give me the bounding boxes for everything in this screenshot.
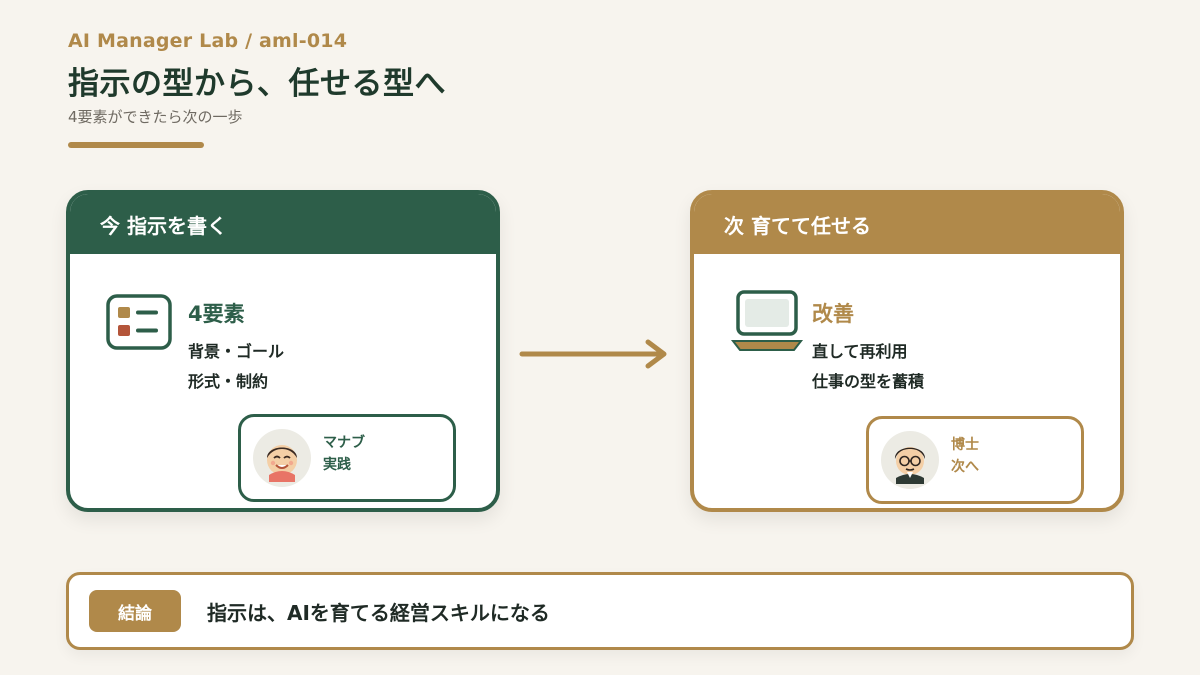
card-now-header: 今 指示を書く <box>70 194 496 254</box>
avatar <box>881 431 939 489</box>
card-next-line-1: 直して再利用 <box>812 342 908 361</box>
page-title: 指示の型から、任せる型へ <box>68 66 446 102</box>
card-now-line-2: 形式・制約 <box>188 372 269 391</box>
laptop-icon <box>730 290 804 358</box>
card-next-header: 次 育てて任せる <box>694 194 1120 254</box>
page-subtitle: 4要素ができたら次の一歩 <box>68 108 243 126</box>
card-next-line-2: 仕事の型を蓄積 <box>812 372 925 391</box>
conclusion-badge: 結論 <box>89 590 181 632</box>
person-manabu-note: 実践 <box>323 457 351 473</box>
card-now-title: 4要素 <box>188 302 245 326</box>
kicker-label: AI Manager Lab / aml-014 <box>68 30 348 52</box>
person-hakase-name: 博士 <box>951 437 979 453</box>
conclusion-box: 結論 指示は、AIを育てる経営スキルになる <box>66 572 1134 650</box>
avatar <box>253 429 311 487</box>
card-now: 今 指示を書く 4要素 背景・ゴール 形式・制約 マナブ <box>66 190 500 512</box>
person-hakase: 博士 次へ <box>866 416 1084 504</box>
person-manabu: マナブ 実践 <box>238 414 456 502</box>
card-next-title: 改善 <box>812 302 854 326</box>
arrow-right-icon <box>518 336 674 376</box>
person-hakase-note: 次へ <box>951 459 979 475</box>
card-next: 次 育てて任せる 改善 直して再利用 仕事の型を蓄積 博士 次へ <box>690 190 1124 512</box>
conclusion-text: 指示は、AIを育てる経営スキルになる <box>207 600 550 625</box>
person-manabu-name: マナブ <box>323 435 365 451</box>
checklist-icon <box>106 294 172 354</box>
title-underline <box>68 142 204 148</box>
card-now-line-1: 背景・ゴール <box>188 342 285 361</box>
